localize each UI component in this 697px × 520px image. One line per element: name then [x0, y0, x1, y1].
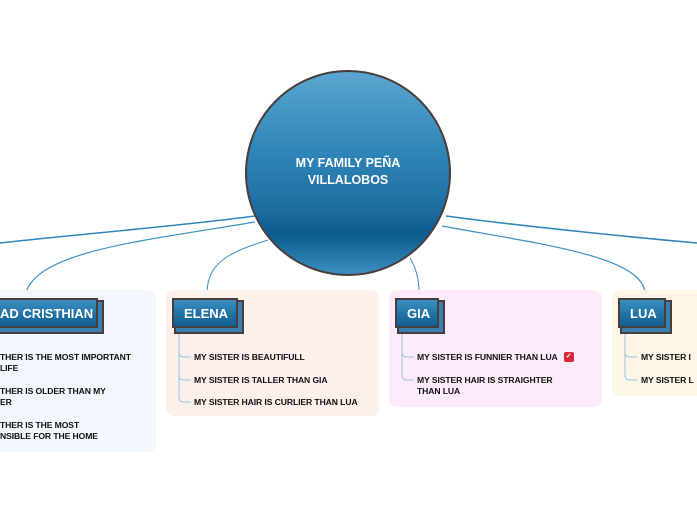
branch-elena-1: [178, 330, 191, 358]
branch-lua-1: [624, 330, 637, 358]
central-topic[interactable]: MY FAMILY PEÑA VILLALOBOS: [245, 70, 451, 276]
subtopic-dad-2[interactable]: THER IS OLDER THAN MY ER: [0, 386, 106, 407]
topic-label: AD CRISTHIAN: [0, 305, 94, 321]
branch-gia-1: [401, 330, 414, 358]
connector-to-lua: [441, 225, 646, 293]
central-topic-title: MY FAMILY PEÑA VILLALOBOS: [295, 156, 401, 187]
topic-label: GIA: [407, 305, 431, 321]
branch-lua-2: [624, 352, 637, 381]
subtopic-elena-1[interactable]: MY SISTER IS BEAUTIFULL: [194, 352, 305, 362]
connector-to-elena: [206, 239, 269, 293]
subtopic-gia-1-label: MY SISTER IS FUNNIER THAN LUA: [417, 352, 558, 362]
topic-dad-cristhian[interactable]: AD CRISTHIAN: [0, 298, 98, 328]
connector-to-offscreen-right: [445, 215, 697, 244]
topic-label: LUA: [630, 305, 657, 321]
branch-gia-2: [401, 352, 414, 381]
subtopic-elena-2[interactable]: MY SISTER IS TALLER THAN GIA: [194, 375, 328, 385]
subtopic-gia-2[interactable]: MY SISTER HAIR IS STRAIGHTER THAN LUA: [417, 375, 553, 396]
topic-lua[interactable]: LUA: [618, 298, 666, 328]
topic-elena[interactable]: ELENA: [172, 298, 238, 328]
flag-icon[interactable]: ✓: [563, 351, 574, 362]
subtopic-dad-1[interactable]: THER IS THE MOST IMPORTANT LIFE: [0, 352, 131, 373]
subtopic-elena-3[interactable]: MY SISTER HAIR IS CURLIER THAN LUA: [194, 397, 358, 407]
subtopic-dad-3[interactable]: THER IS THE MOST NSIBLE FOR THE HOME: [0, 420, 98, 441]
branch-elena-3: [178, 375, 191, 403]
subtopic-gia-1[interactable]: MY SISTER IS FUNNIER THAN LUA ✓: [417, 351, 574, 363]
connector-to-dad: [25, 221, 256, 293]
topic-label: ELENA: [184, 305, 229, 321]
topic-gia[interactable]: GIA: [395, 298, 439, 328]
connector-to-gia: [409, 257, 420, 293]
connector-to-offscreen-left: [0, 215, 256, 244]
subtopic-lua-1[interactable]: MY SISTER I: [641, 352, 691, 362]
subtopic-lua-2[interactable]: MY SISTER L: [641, 375, 694, 385]
